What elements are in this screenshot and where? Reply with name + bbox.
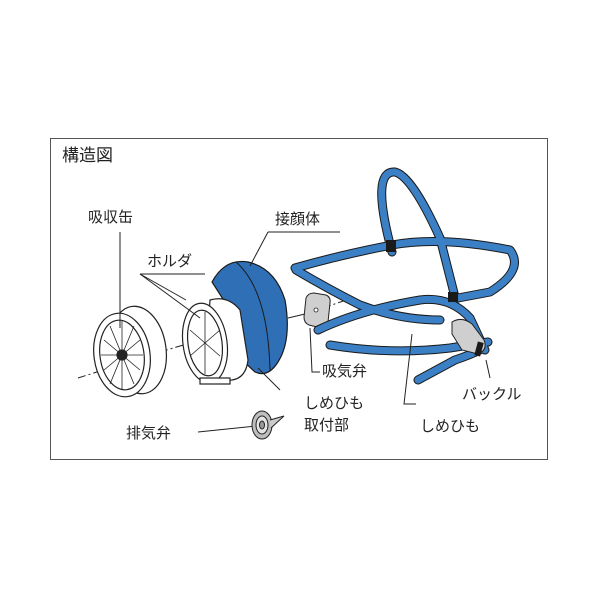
head-strap-icon xyxy=(290,167,519,385)
canister-icon xyxy=(93,305,167,398)
label-inhalation-valve: 吸気弁 xyxy=(322,362,368,380)
leader-lines xyxy=(119,231,491,405)
label-strap: しめひも xyxy=(420,417,481,435)
label-buckle: バックル xyxy=(462,385,522,403)
exhalation-valve-icon xyxy=(197,410,285,440)
face-piece-icon xyxy=(211,260,288,375)
label-exhalation-valve: 排気弁 xyxy=(126,424,172,442)
label-strap-mount-line2: 取付部 xyxy=(304,416,350,434)
diagram-title: 構造図 xyxy=(62,146,113,166)
label-holder: ホルダ xyxy=(147,252,193,270)
label-canister: 吸収缶 xyxy=(88,208,134,226)
buckle-icon xyxy=(451,318,486,357)
holder-icon xyxy=(181,298,249,385)
label-strap-mount-line1: しめひも xyxy=(304,394,365,412)
label-face-piece: 接顔体 xyxy=(275,210,321,228)
